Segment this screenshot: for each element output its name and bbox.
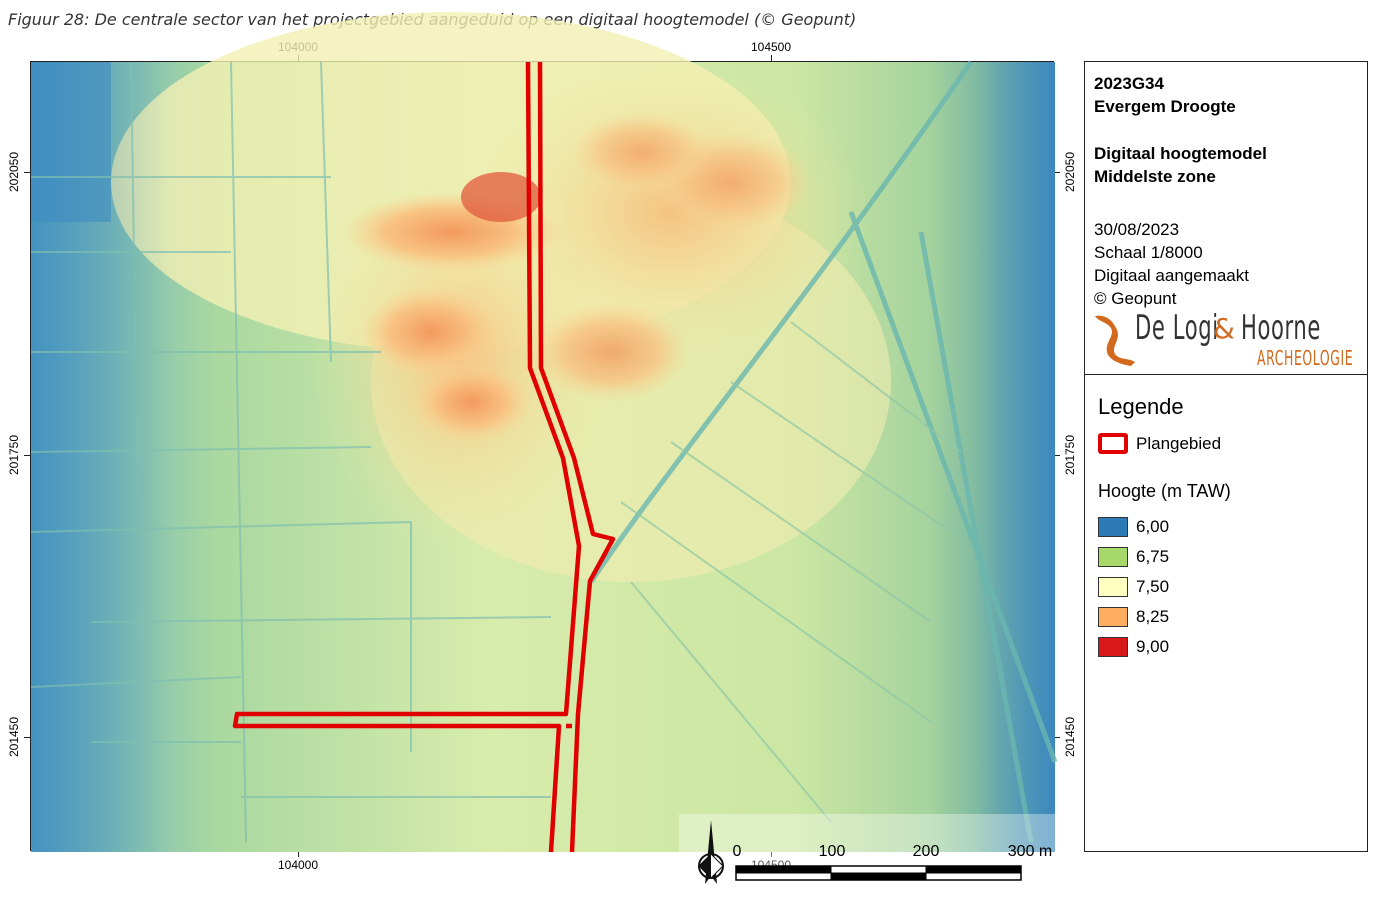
height-legend-title: Hoogte (m TAW)	[1098, 481, 1231, 501]
scale-label-100: 100	[818, 843, 846, 860]
project-name: Evergem Droogte	[1094, 97, 1236, 116]
scale-label-200: 200	[912, 843, 940, 860]
scale-bar	[735, 865, 1022, 881]
coord-right-201750: 201750	[1063, 434, 1077, 476]
coord-right-201450: 201450	[1063, 716, 1077, 758]
project-code: 2023G34	[1094, 74, 1164, 93]
logo-subtitle: ARCHEOLOGIE	[1257, 346, 1354, 370]
legend-swatch-6-75	[1098, 547, 1128, 567]
legend-label-6-00: 6,00	[1136, 517, 1170, 536]
legend-title: Legende	[1098, 394, 1184, 419]
coord-top-104500: 104500	[750, 40, 792, 54]
map-title-2: Middelste zone	[1094, 167, 1216, 186]
legend-swatch-9-00	[1098, 637, 1128, 657]
map-made: Digitaal aangemaakt	[1094, 266, 1249, 285]
tickmark	[24, 455, 30, 456]
coord-bottom-104000: 104000	[277, 858, 319, 872]
logo-ampersand: &	[1213, 312, 1235, 345]
legend-swatch-7-50	[1098, 577, 1128, 597]
company-logo: De Logi & Hoorne ARCHEOLOGIE	[1091, 308, 1363, 372]
map-title-1: Digitaal hoogtemodel	[1094, 144, 1267, 163]
tickmark	[1054, 455, 1060, 456]
coord-left-202050: 202050	[7, 151, 21, 193]
plangebied-swatch	[1098, 433, 1128, 454]
scale-label-300: 300 m	[1007, 843, 1053, 860]
legend-label-7-50: 7,50	[1136, 577, 1170, 596]
logo-name-1: De Logi	[1135, 308, 1219, 348]
legend-label-9-00: 9,00	[1136, 637, 1170, 656]
map-scale: Schaal 1/8000	[1094, 243, 1203, 262]
info-panel: 2023G34 Evergem Droogte Digitaal hoogtem…	[1084, 61, 1368, 375]
coord-right-202050: 202050	[1063, 151, 1077, 193]
elevation-map[interactable]: 0 100 200 300 m	[30, 12, 1063, 904]
logo-mark-icon	[1095, 315, 1135, 366]
scale-label-0: 0	[732, 843, 742, 860]
plangebied-label: Plangebied	[1136, 434, 1222, 453]
tickmark	[24, 737, 30, 738]
legend-label-8-25: 8,25	[1136, 607, 1170, 626]
map-date: 30/08/2023	[1094, 220, 1180, 239]
north-arrow-icon	[698, 820, 724, 884]
tickmark	[24, 172, 30, 173]
tickmark	[771, 851, 772, 857]
legend-label-6-75: 6,75	[1136, 547, 1170, 566]
scale-bar-box: 0 100 200 300 m	[679, 814, 1063, 904]
legend-panel: Legende Plangebied Hoogte (m TAW) 6,00 6…	[1084, 374, 1368, 852]
tickmark	[1054, 172, 1060, 173]
legend-swatch-6-00	[1098, 517, 1128, 537]
tickmark	[1054, 737, 1060, 738]
coord-left-201750: 201750	[7, 434, 21, 476]
map-source: © Geopunt	[1094, 289, 1177, 308]
coord-left-201450: 201450	[7, 716, 21, 758]
logo-name-2: Hoorne	[1241, 308, 1321, 348]
tickmark	[771, 55, 772, 61]
elevation-map-svg	[30, 12, 1058, 853]
tickmark	[298, 851, 299, 857]
legend-swatch-8-25	[1098, 607, 1128, 627]
